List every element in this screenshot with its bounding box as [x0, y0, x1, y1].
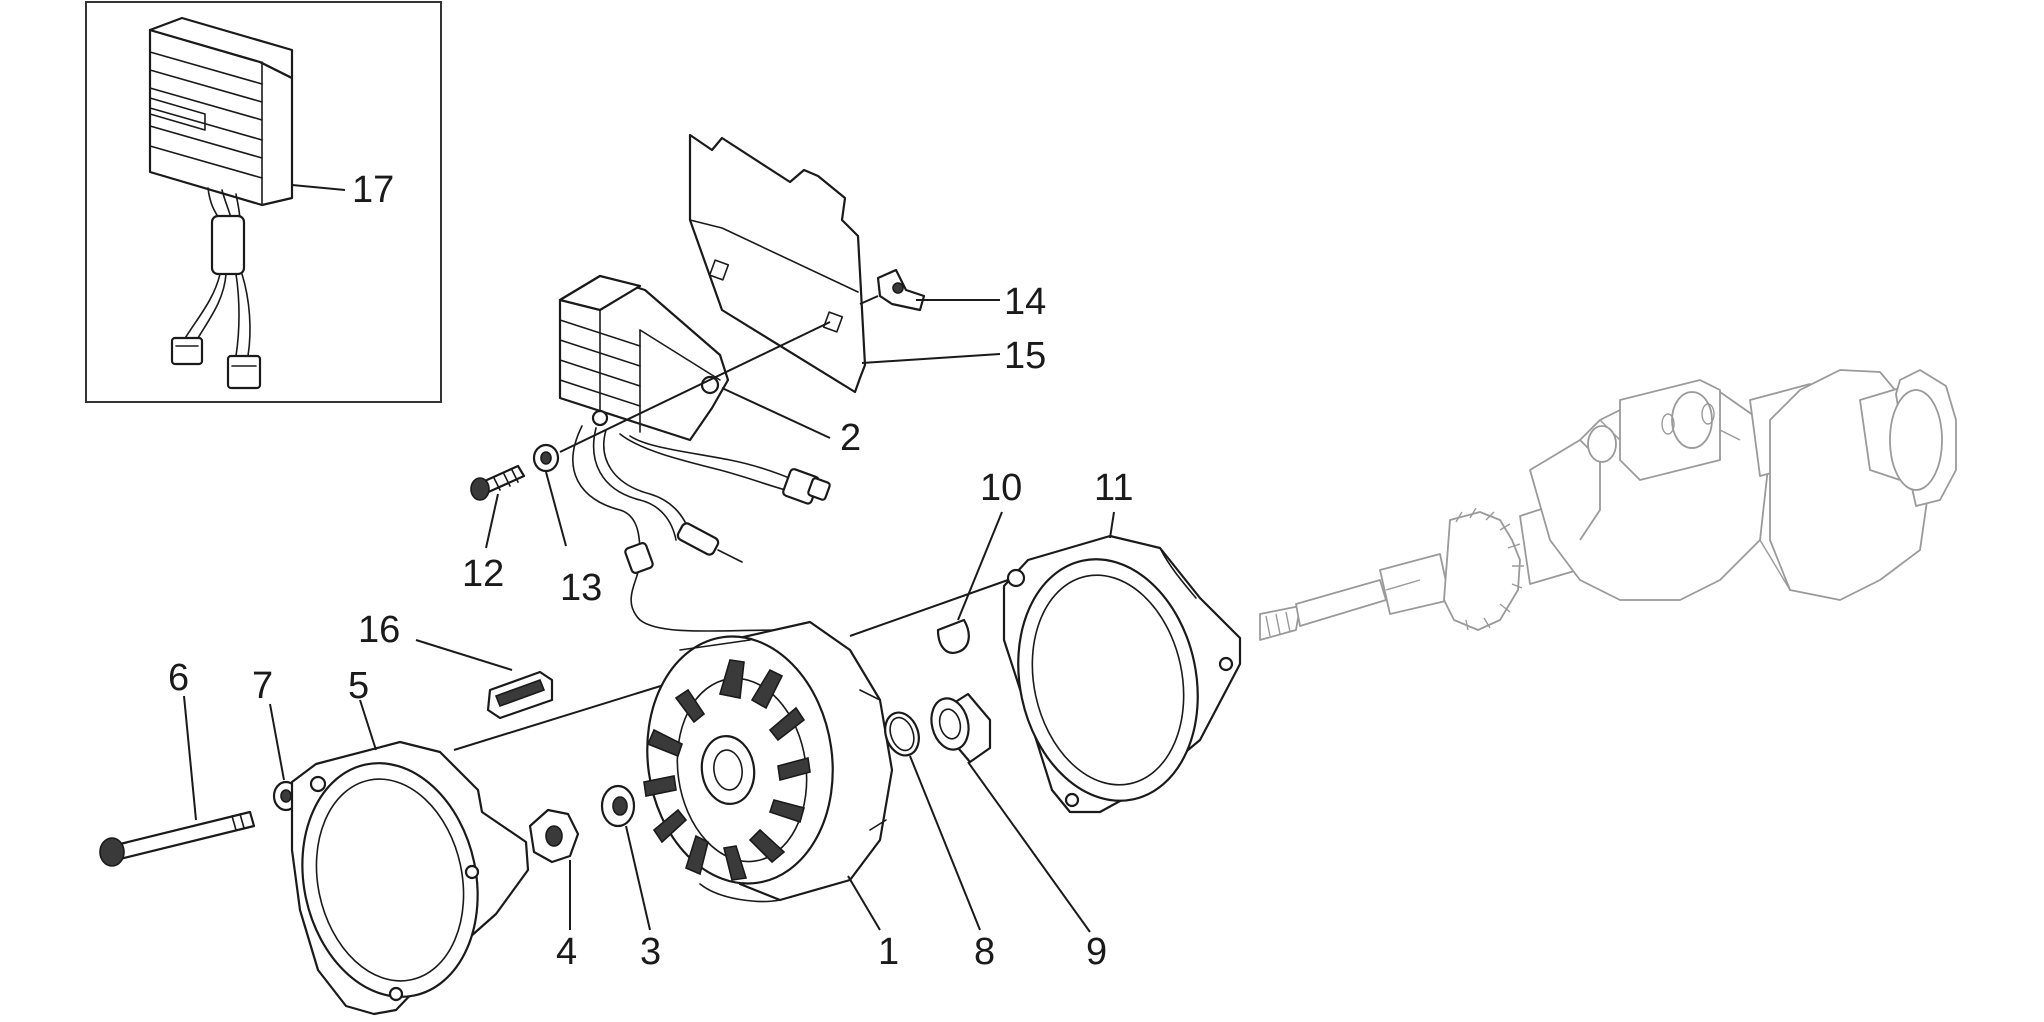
callout-16: 16 — [358, 609, 400, 651]
front-cover-5[interactable] — [281, 740, 530, 1016]
callout-4: 4 — [556, 931, 577, 973]
callout-1: 1 — [878, 931, 899, 973]
leader-16 — [415, 639, 513, 671]
leader-2 — [721, 387, 831, 439]
callout-11: 11 — [1094, 467, 1133, 509]
callout-6: 6 — [168, 657, 189, 699]
crankshaft-reference — [1259, 369, 1957, 641]
stator-assembly-1[interactable] — [632, 620, 894, 903]
snap-ring-8[interactable] — [879, 708, 924, 760]
callout-14: 14 — [1004, 281, 1046, 323]
woodruff-key-10[interactable] — [936, 618, 970, 654]
leader-13 — [545, 471, 567, 547]
stator-poles — [643, 659, 811, 881]
callout-5: 5 — [348, 665, 369, 707]
leader-3 — [625, 825, 651, 931]
callout-17: 17 — [352, 169, 394, 211]
leader-6 — [183, 695, 197, 821]
nut-4[interactable] — [528, 808, 580, 864]
axis-stator-cover — [849, 579, 1009, 637]
leader-5 — [359, 699, 377, 751]
leader-15 — [861, 353, 1001, 364]
clip-nut-14[interactable] — [876, 268, 926, 312]
screw-12[interactable] — [470, 464, 526, 501]
rear-cover-11[interactable] — [997, 534, 1242, 818]
leader-8 — [909, 755, 981, 931]
leader-1 — [847, 875, 881, 931]
leader-12 — [485, 493, 499, 549]
callout-8: 8 — [974, 931, 995, 973]
axis-14-15 — [859, 295, 879, 305]
regulator-wiring — [572, 425, 831, 661]
callout-7: 7 — [252, 665, 273, 707]
voltage-regulator-2[interactable] — [558, 274, 730, 442]
washer-13[interactable] — [532, 443, 560, 473]
leader-9 — [967, 761, 1091, 933]
callout-12: 12 — [462, 553, 504, 595]
axis-cover-stator — [453, 679, 681, 751]
mounting-plate-15[interactable] — [688, 133, 867, 394]
inset-alt-regulator: 17 — [85, 1, 442, 403]
leader-17 — [291, 184, 346, 191]
callout-9: 9 — [1086, 931, 1107, 973]
callout-3: 3 — [640, 931, 661, 973]
grommet-16[interactable] — [486, 670, 554, 720]
long-bolt-6[interactable] — [99, 810, 256, 867]
leader-7 — [269, 703, 285, 781]
callout-13: 13 — [560, 567, 602, 609]
washer-3[interactable] — [600, 784, 636, 828]
callout-2: 2 — [840, 417, 861, 459]
regulator-17[interactable] — [148, 16, 294, 390]
callout-10: 10 — [980, 467, 1022, 509]
axis-screw-plate — [559, 321, 831, 453]
leader-11 — [1109, 511, 1115, 539]
callout-15: 15 — [1004, 335, 1046, 377]
spacer-9[interactable] — [926, 692, 992, 764]
leader-10 — [957, 511, 1003, 621]
